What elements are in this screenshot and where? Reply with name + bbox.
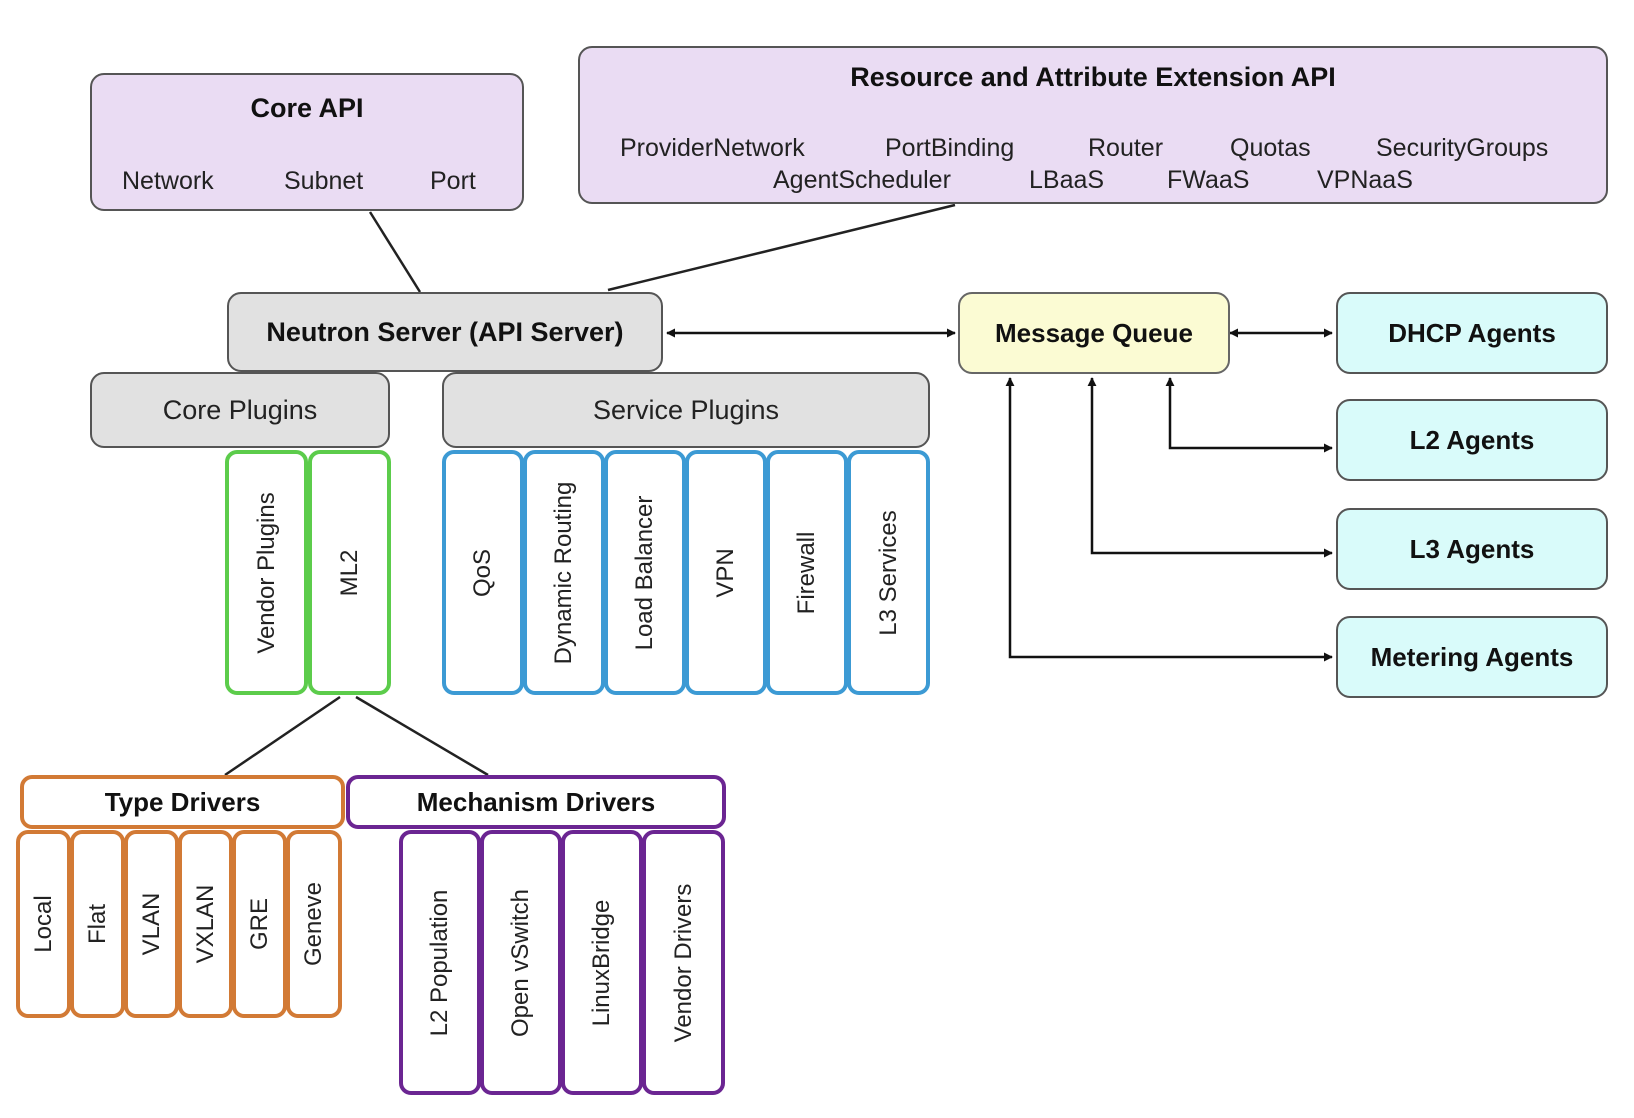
l2-agents-label: L2 Agents bbox=[1409, 424, 1535, 455]
mechanism-driver-open-vswitch: Open vSwitch bbox=[480, 830, 562, 1095]
service-plugin-load-balancer: Load Balancer bbox=[604, 450, 686, 695]
core-api-connector bbox=[368, 211, 422, 293]
service-plugin-vpn: VPN bbox=[685, 450, 767, 695]
service-plugin-firewall: Firewall bbox=[766, 450, 848, 695]
core-plugins-label: Core Plugins bbox=[162, 394, 318, 425]
core-api-item-subnet: Subnet bbox=[284, 167, 364, 195]
ml2-type-drivers-connector bbox=[224, 695, 341, 777]
service-plugin-l3-services-label: L3 Services bbox=[874, 509, 902, 636]
type-driver-vlan: VLAN bbox=[124, 830, 179, 1018]
extension-api-item-agentscheduler: AgentScheduler bbox=[773, 166, 951, 194]
queue-l3-arrow bbox=[1087, 377, 1333, 558]
ml2-mechanism-drivers-connector bbox=[355, 695, 489, 777]
extension-api-item-lbaas: LBaaS bbox=[1029, 166, 1105, 194]
core-api-item-port: Port bbox=[430, 167, 476, 195]
extension-api-item-providernetwork: ProviderNetwork bbox=[620, 134, 805, 162]
neutron-server-box: Neutron Server (API Server) bbox=[227, 292, 663, 372]
type-driver-vxlan-label: VXLAN bbox=[191, 884, 219, 964]
mechanism-driver-vendor-drivers: Vendor Drivers bbox=[642, 830, 725, 1095]
message-queue-box: Message Queue bbox=[958, 292, 1230, 374]
extension-api-item-portbinding: PortBinding bbox=[885, 134, 1015, 162]
type-driver-vxlan: VXLAN bbox=[178, 830, 233, 1018]
extension-api-item-vpnaas: VPNaaS bbox=[1317, 166, 1413, 194]
mechanism-driver-open-vswitch-label: Open vSwitch bbox=[507, 888, 534, 1037]
extension-api-title: Resource and Attribute Extension API bbox=[850, 62, 1336, 92]
extension-api-item-fwaas: FWaaS bbox=[1167, 166, 1250, 194]
type-driver-flat: Flat bbox=[70, 830, 125, 1018]
type-driver-local-label: Local bbox=[29, 895, 57, 953]
type-driver-geneve: Geneve bbox=[286, 830, 342, 1018]
mechanism-driver-vendor-drivers-label: Vendor Drivers bbox=[669, 883, 697, 1042]
l3-agents-box: L3 Agents bbox=[1336, 508, 1608, 590]
core-plugin-ml2-label: ML2 bbox=[335, 549, 363, 596]
extension-api-item-router: Router bbox=[1088, 134, 1164, 162]
metering-agents-label: Metering Agents bbox=[1370, 641, 1574, 672]
service-plugin-qos-label: QoS bbox=[469, 548, 496, 597]
mechanism-driver-l2-population: L2 Population bbox=[399, 830, 481, 1095]
dhcp-agents-box: DHCP Agents bbox=[1336, 292, 1608, 374]
service-plugin-vpn-label: VPN bbox=[712, 547, 739, 598]
core-plugins-box: Core Plugins bbox=[90, 372, 390, 448]
type-driver-flat-label: Flat bbox=[83, 903, 111, 945]
extension-api-item-securitygroups: SecurityGroups bbox=[1376, 134, 1549, 162]
service-plugins-box: Service Plugins bbox=[442, 372, 930, 448]
service-plugin-dynamic-routing-label: Dynamic Routing bbox=[550, 481, 577, 664]
type-driver-vlan-label: VLAN bbox=[137, 892, 165, 956]
type-driver-gre: GRE bbox=[232, 830, 287, 1018]
message-queue-label: Message Queue bbox=[995, 317, 1193, 348]
mechanism-driver-linuxbridge-label: LinuxBridge bbox=[588, 899, 615, 1026]
metering-agents-box: Metering Agents bbox=[1336, 616, 1608, 698]
queue-l2-arrow bbox=[1165, 377, 1333, 453]
type-driver-gre-label: GRE bbox=[245, 897, 273, 951]
extension-api-connector bbox=[607, 203, 956, 292]
dhcp-agents-label: DHCP Agents bbox=[1388, 317, 1556, 348]
service-plugin-firewall-label: Firewall bbox=[793, 531, 820, 614]
core-plugin-vendor-plugins-label: Vendor Plugins bbox=[252, 491, 280, 654]
service-plugins-label: Service Plugins bbox=[592, 394, 780, 425]
service-plugin-dynamic-routing: Dynamic Routing bbox=[523, 450, 605, 695]
type-driver-local: Local bbox=[16, 830, 71, 1018]
mechanism-drivers-label: Mechanism Drivers bbox=[416, 786, 656, 817]
type-driver-geneve-label: Geneve bbox=[300, 881, 327, 967]
core-plugin-ml2: ML2 bbox=[308, 450, 391, 695]
service-plugin-qos: QoS bbox=[442, 450, 524, 695]
core-api-title: Core API bbox=[250, 93, 364, 123]
core-api-box: Core API Network Subnet Port bbox=[90, 73, 524, 211]
mechanism-drivers-box: Mechanism Drivers bbox=[346, 775, 726, 829]
service-plugin-l3-services: L3 Services bbox=[847, 450, 930, 695]
mechanism-driver-linuxbridge: LinuxBridge bbox=[561, 830, 643, 1095]
core-api-item-network: Network bbox=[122, 167, 214, 195]
extension-api-box: Resource and Attribute Extension API Pro… bbox=[578, 46, 1608, 204]
extension-api-item-quotas: Quotas bbox=[1230, 134, 1311, 162]
l3-agents-label: L3 Agents bbox=[1409, 533, 1535, 564]
l2-agents-box: L2 Agents bbox=[1336, 399, 1608, 481]
type-drivers-box: Type Drivers bbox=[20, 775, 345, 829]
queue-metering-arrow bbox=[1005, 377, 1333, 662]
type-drivers-label: Type Drivers bbox=[104, 786, 261, 817]
neutron-server-label: Neutron Server (API Server) bbox=[266, 316, 624, 347]
service-plugin-load-balancer-label: Load Balancer bbox=[631, 495, 658, 650]
mechanism-driver-l2-population-label: L2 Population bbox=[426, 889, 453, 1036]
core-plugin-vendor-plugins: Vendor Plugins bbox=[225, 450, 308, 695]
